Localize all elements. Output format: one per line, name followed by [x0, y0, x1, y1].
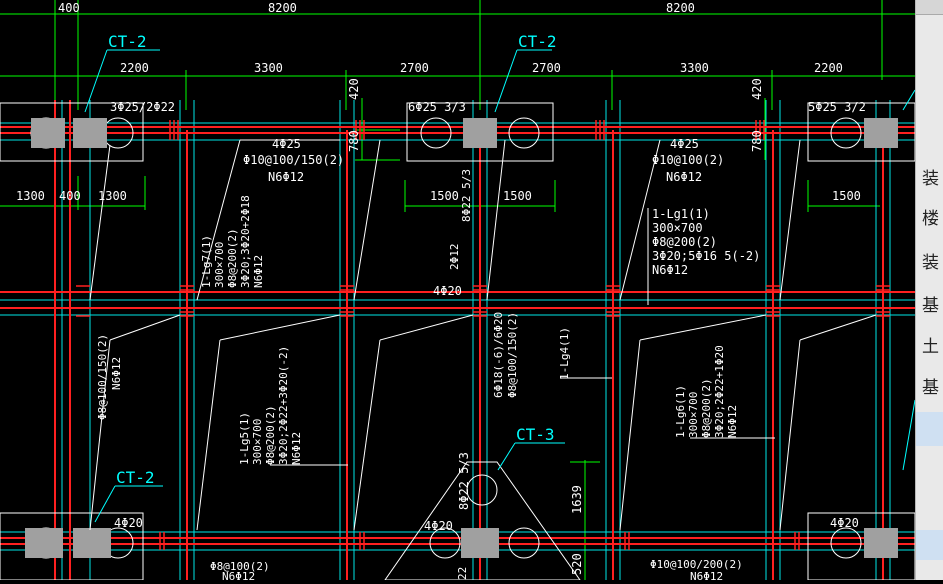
lg7-line: N6Φ12	[252, 255, 265, 288]
ct-leaders	[84, 49, 916, 523]
side-item[interactable]: 基	[922, 296, 939, 316]
dim-mid: 1500	[503, 189, 532, 203]
beam-ann-line: N6Φ12	[666, 170, 702, 184]
misc-ann: Φ8@100(2)	[210, 560, 270, 573]
misc-ann: 2Φ12	[448, 244, 461, 271]
lg6-line: 300×700	[687, 392, 700, 438]
misc-ann: 1-Lg4(1)	[558, 327, 571, 380]
beam-annotation-left: 4Φ25 Φ10@100/150(2) N6Φ12	[243, 137, 344, 184]
ct-label: CT-2	[518, 32, 557, 51]
beam-ann-line: 4Φ25	[272, 137, 301, 151]
dim-second: 3300	[680, 61, 709, 75]
lg6-line: 3Φ20;2Φ22+1Φ20	[713, 345, 726, 438]
pile-rebar-label: 4Φ20	[830, 516, 859, 530]
beam-ann-line: N6Φ12	[268, 170, 304, 184]
lg1-line: 3Φ20;5Φ16 5(-2)	[652, 249, 760, 263]
lg5-line: 300×700	[251, 419, 264, 465]
misc-ann: N6Φ12	[222, 570, 255, 580]
side-panel-header	[916, 0, 943, 15]
side-selected-row[interactable]	[916, 412, 943, 446]
misc-ann: Φ10@100/200(2)	[650, 558, 743, 571]
dim-top: 8200	[268, 1, 297, 15]
lg7-annotation: 1-Lg7(1) 300×700 Φ8@200(2) 3Φ20;3Φ20+2Φ1…	[200, 195, 265, 288]
dim-vertical: 780	[347, 130, 361, 152]
side-panel: 装 楼 装 基 土 基	[915, 0, 943, 580]
side-item[interactable]: 装	[922, 253, 939, 273]
lg6-annotation: 1-Lg6(1) 300×700 Φ8@200(2) 3Φ20;2Φ22+1Φ2…	[674, 345, 739, 438]
dim-vertical: 780	[750, 130, 764, 152]
misc-ann: N6Φ12	[110, 357, 123, 390]
misc-ann: 22	[456, 567, 469, 580]
stirrup-ticks	[76, 120, 890, 550]
side-selected-row[interactable]	[916, 530, 943, 560]
pile-rebar-label: 6Φ25 3/3	[408, 100, 466, 114]
pile-rebar-label: 4Φ20	[433, 284, 462, 298]
lg5-line: 3Φ20;2Φ22+3Φ20(-2)	[277, 346, 290, 465]
beam-ann-line: Φ10@100(2)	[652, 153, 724, 167]
side-item[interactable]: 楼	[922, 209, 939, 229]
misc-ann: 8Φ22 5/3	[460, 169, 473, 222]
leader-lines	[89, 139, 877, 531]
lg5-line: 1-Lg5(1)	[238, 412, 251, 465]
axis-lines	[0, 100, 915, 580]
misc-ann: N6Φ12	[690, 570, 723, 580]
pile-rebar-label: 8Φ22 5/3	[457, 452, 471, 510]
lg6-line: N6Φ12	[726, 405, 739, 438]
dim-top: 400	[58, 1, 80, 15]
lg5-line: Φ8@200(2)	[264, 405, 277, 465]
pile-rebar-label: 4Φ20	[424, 519, 453, 533]
lg1-line: 1-Lg1(1)	[652, 207, 710, 221]
dim-vertical: 1639	[570, 485, 584, 514]
dim-second: 2200	[814, 61, 843, 75]
side-item[interactable]: 基	[922, 378, 939, 398]
dim-top: 8200	[666, 1, 695, 15]
dim-vertical: 520	[570, 553, 584, 575]
dim-second: 2700	[532, 61, 561, 75]
dim-second: 3300	[254, 61, 283, 75]
pile-rebar-label: 3Φ25/2Φ22	[110, 100, 175, 114]
dim-right: 1500	[832, 189, 861, 203]
cad-drawing-canvas[interactable]: 400 8200 8200 2200 3300 2700 2700 3300 2…	[0, 0, 916, 583]
dim-second: 2200	[120, 61, 149, 75]
piles	[25, 118, 898, 558]
lg6-line: Φ8@200(2)	[700, 378, 713, 438]
beam-ann-line: Φ10@100/150(2)	[243, 153, 344, 167]
lg6-line: 1-Lg6(1)	[674, 385, 687, 438]
dim-vertical: 420	[347, 78, 361, 100]
lg7-line: 300×700	[213, 242, 226, 288]
pile-rebar-label: 5Φ25 3/2	[808, 100, 866, 114]
misc-annotations: 2Φ12 8Φ22 5/3 6Φ18(-6)/6Φ20 Φ8@100/150(2…	[96, 169, 743, 583]
ct-label: CT-3	[516, 425, 555, 444]
dim-second: 2700	[400, 61, 429, 75]
pile-rebar-texts: 3Φ25/2Φ22 6Φ25 3/3 5Φ25 3/2 4Φ20 4Φ20 4Φ…	[110, 100, 866, 533]
lg7-line: 1-Lg7(1)	[200, 235, 213, 288]
ct-label: CT-2	[116, 468, 155, 487]
dim-left: 400	[59, 189, 81, 203]
lg7-line: 3Φ20;3Φ20+2Φ18	[239, 195, 252, 288]
misc-ann: 6Φ18(-6)/6Φ20	[492, 312, 505, 398]
side-item[interactable]: 土	[922, 337, 939, 357]
lg1-annotation: 1-Lg1(1) 300×700 Φ8@200(2) 3Φ20;5Φ16 5(-…	[652, 207, 760, 277]
dim-left: 1300	[16, 189, 45, 203]
lg5-line: N6Φ12	[290, 432, 303, 465]
ct-labels: CT-2 CT-2 CT-3 CT-2	[108, 32, 557, 487]
side-item[interactable]: 装	[922, 169, 939, 189]
ct-label: CT-2	[108, 32, 147, 51]
beam-ann-line: 4Φ25	[670, 137, 699, 151]
lg1-line: 300×700	[652, 221, 703, 235]
lg1-line: Φ8@200(2)	[652, 235, 717, 249]
misc-ann: Φ8@100/150(2)	[96, 334, 109, 420]
lg1-line: N6Φ12	[652, 263, 688, 277]
lg5-annotation: 1-Lg5(1) 300×700 Φ8@200(2) 3Φ20;2Φ22+3Φ2…	[238, 346, 303, 465]
dim-vertical: 420	[750, 78, 764, 100]
lg7-line: Φ8@200(2)	[226, 228, 239, 288]
beam-annotation-right: 4Φ25 Φ10@100(2) N6Φ12	[652, 137, 724, 184]
misc-ann: Φ8@100/150(2)	[506, 312, 519, 398]
dim-mid: 1500	[430, 189, 459, 203]
dimension-texts: 400 8200 8200 2200 3300 2700 2700 3300 2…	[16, 1, 861, 575]
pile-rebar-label: 4Φ20	[114, 516, 143, 530]
dim-left: 1300	[98, 189, 127, 203]
beam-lines	[0, 100, 915, 580]
